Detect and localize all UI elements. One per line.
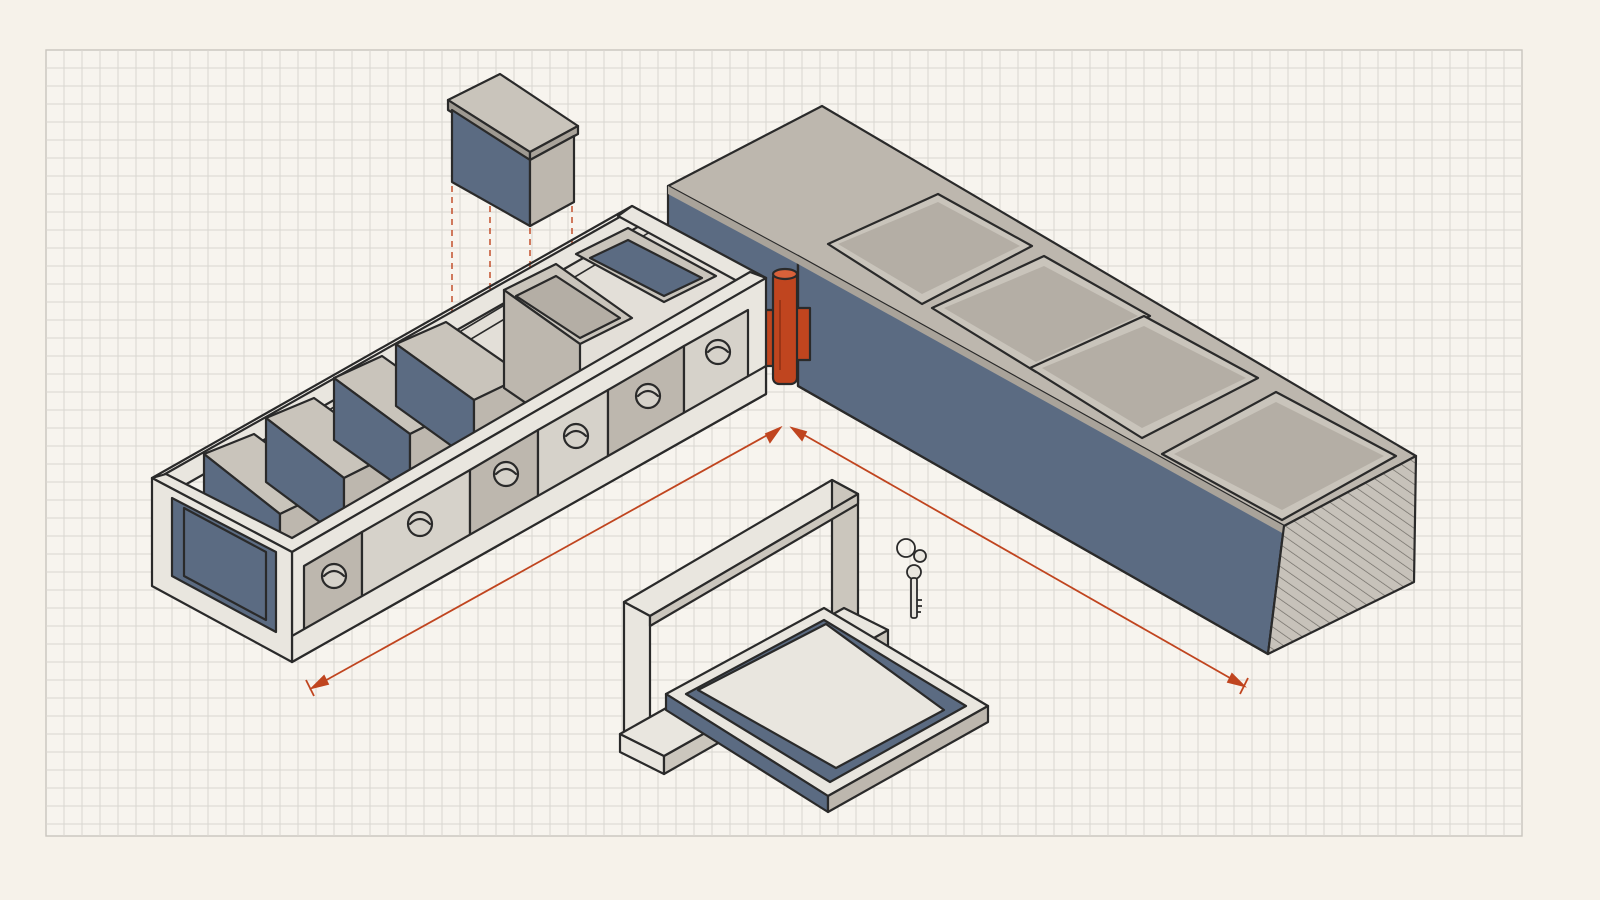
counter-recess — [1028, 314, 1260, 440]
hinge-bracket — [762, 267, 812, 386]
dimension-line-right — [789, 426, 1249, 695]
drawer-front — [536, 388, 610, 508]
key-icon — [896, 538, 927, 619]
counter-block — [666, 104, 1418, 656]
counter-recess — [930, 254, 1152, 374]
rack-module-open — [574, 226, 718, 304]
drawer-front — [606, 344, 686, 468]
counter-recess — [826, 192, 1034, 306]
fold-out-tray — [618, 478, 990, 814]
lifted-module — [446, 72, 580, 228]
dimension-line-left — [305, 425, 783, 697]
drawer-rack — [150, 204, 768, 664]
counter-recess — [1160, 390, 1398, 522]
